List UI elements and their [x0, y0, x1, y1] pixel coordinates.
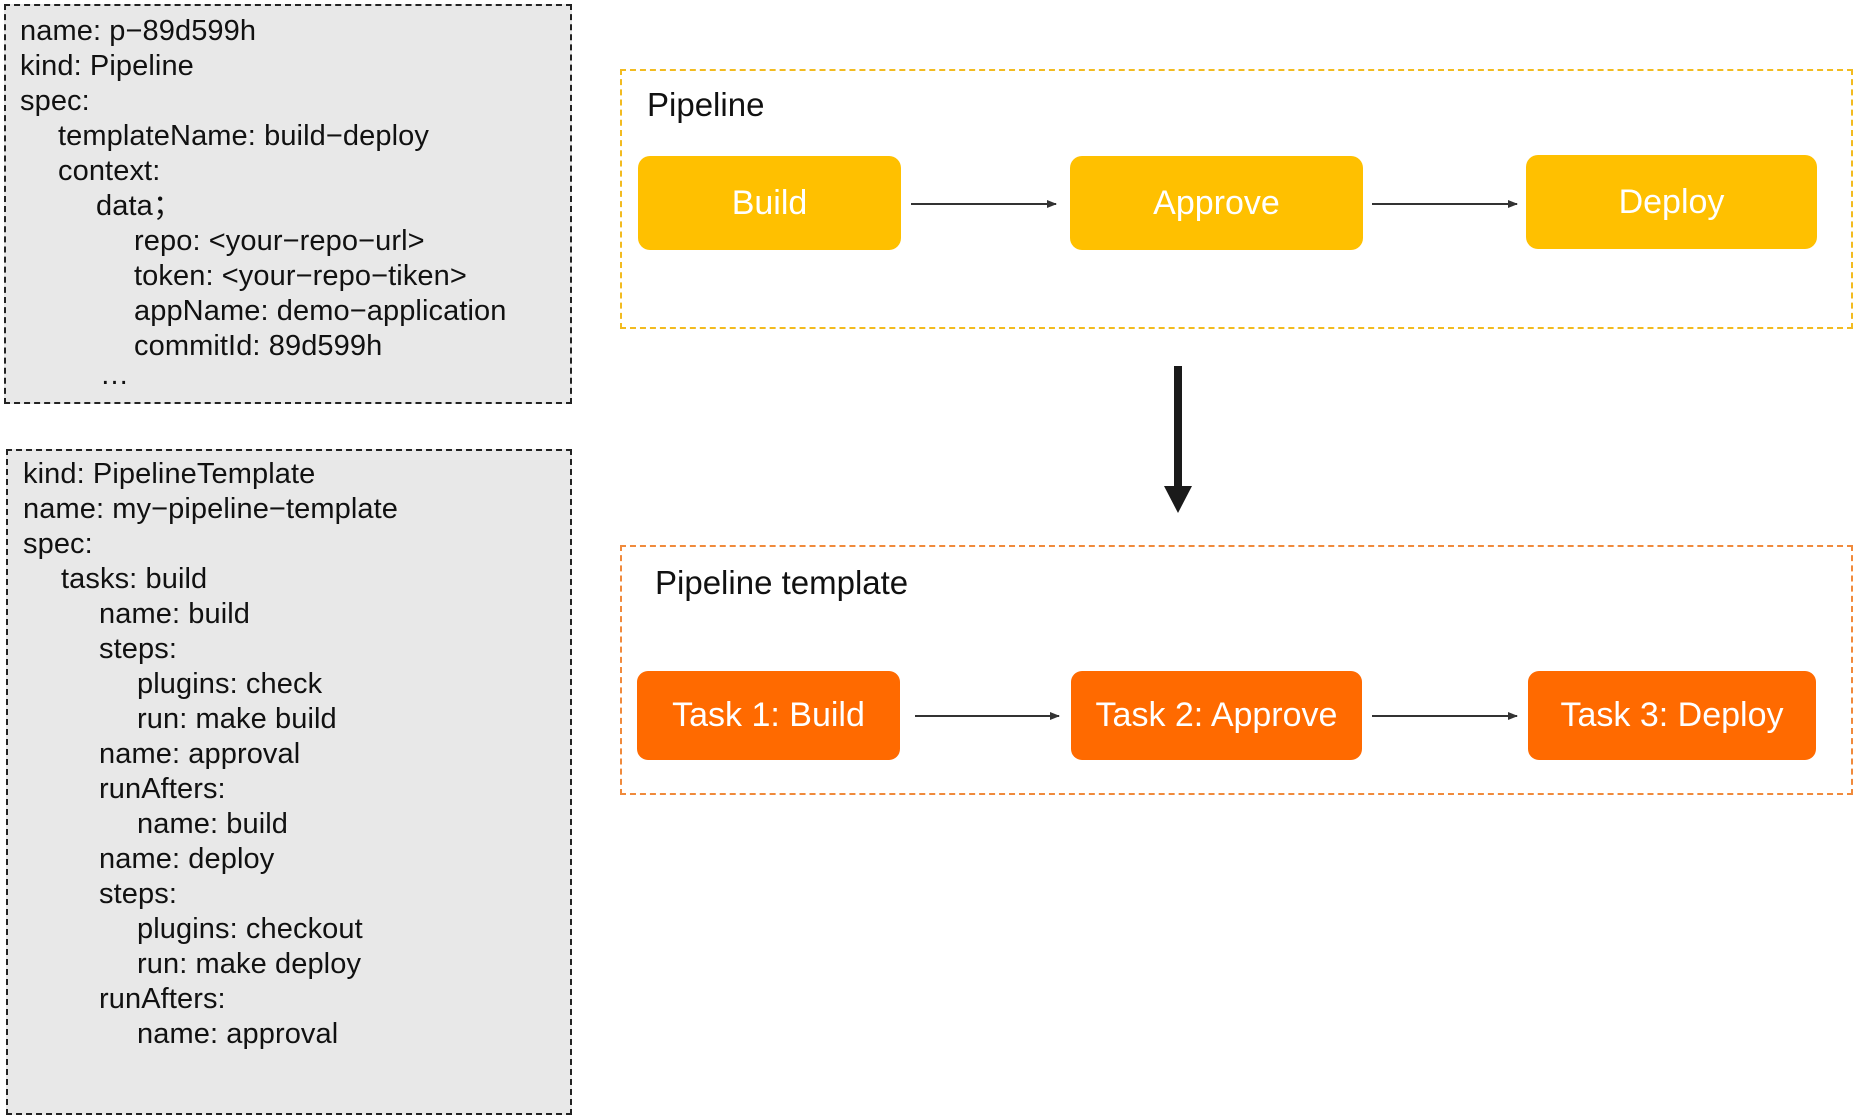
yaml-line: plugins: checkout	[137, 913, 363, 945]
yaml-line: plugins: check	[137, 668, 323, 700]
stage-build-node: Build	[638, 156, 901, 250]
stage-approve-node: Approve	[1070, 156, 1363, 250]
task-approve-node: Task 2: Approve	[1071, 671, 1362, 760]
yaml-line: runAfters:	[99, 773, 226, 805]
pipeline-template-panel-title: Pipeline template	[655, 564, 909, 601]
yaml-line: run: make build	[137, 703, 337, 735]
yaml-line: data；	[96, 190, 182, 222]
yaml-line: run: make deploy	[137, 948, 362, 980]
pipeline-panel: Pipeline	[620, 69, 1853, 329]
pipeline-yaml-box: name: p−89d599h kind: Pipeline spec: tem…	[4, 4, 572, 404]
yaml-line: …	[100, 359, 130, 391]
yaml-line: name: approval	[99, 738, 301, 770]
yaml-line: steps:	[99, 878, 177, 910]
yaml-line: name: p−89d599h	[20, 15, 257, 47]
yaml-line: spec:	[23, 528, 93, 560]
yaml-line: name: my−pipeline−template	[23, 493, 398, 525]
yaml-line: runAfters:	[99, 983, 226, 1015]
task-build-node: Task 1: Build	[637, 671, 900, 760]
yaml-line: steps:	[99, 633, 177, 665]
yaml-line: spec:	[20, 85, 90, 117]
pipeline-panel-title: Pipeline	[647, 86, 765, 123]
down-arrow	[1164, 366, 1192, 513]
yaml-line: templateName: build−deploy	[58, 120, 429, 152]
yaml-line: token: <your−repo−tiken>	[134, 260, 467, 292]
yaml-line: tasks: build	[61, 563, 208, 595]
template-yaml-box: kind: PipelineTemplate name: my−pipeline…	[6, 449, 572, 1115]
yaml-line: name: build	[137, 808, 289, 840]
yaml-line: kind: Pipeline	[20, 50, 194, 82]
yaml-line: repo: <your−repo−url>	[134, 225, 425, 257]
yaml-line: name: deploy	[99, 843, 275, 875]
yaml-line: context:	[58, 155, 161, 187]
pipeline-template-panel: Pipeline template	[620, 545, 1853, 795]
task-deploy-node: Task 3: Deploy	[1528, 671, 1816, 760]
yaml-line: kind: PipelineTemplate	[23, 458, 316, 490]
yaml-line: name: approval	[137, 1018, 339, 1050]
stage-deploy-node: Deploy	[1526, 155, 1817, 249]
yaml-line: name: build	[99, 598, 251, 630]
yaml-line: commitId: 89d599h	[134, 330, 383, 362]
yaml-line: appName: demo−application	[134, 295, 507, 327]
